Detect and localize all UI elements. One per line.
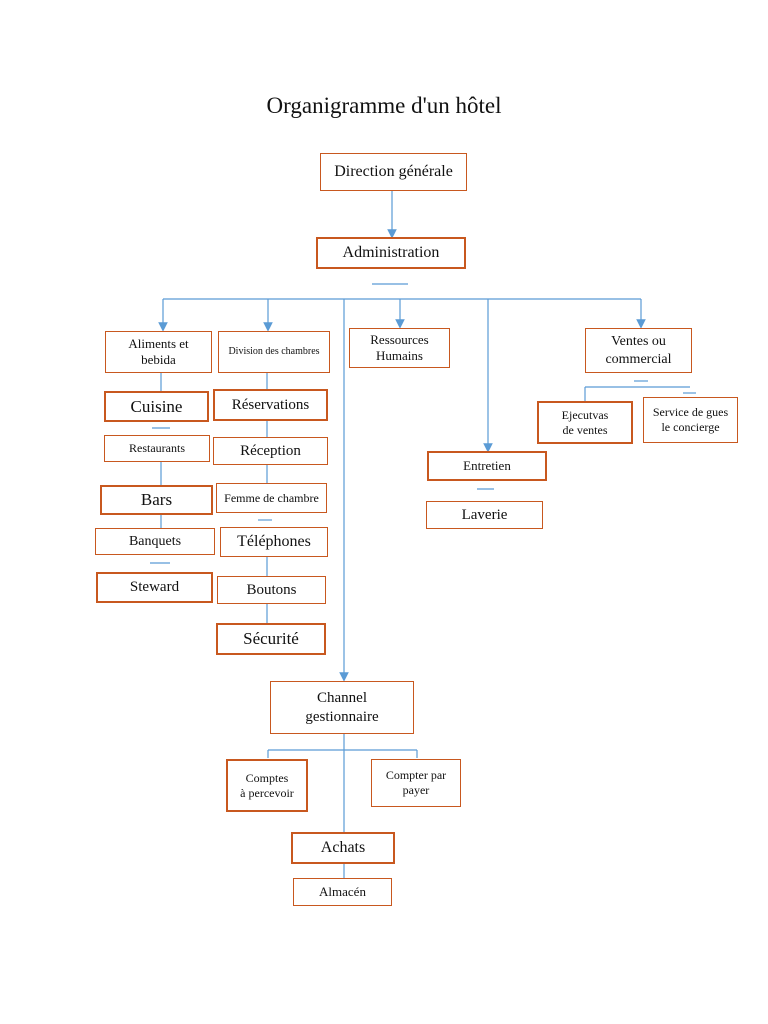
node-achats: Achats	[291, 832, 395, 864]
node-label: Réception	[240, 442, 301, 459]
node-ejecutivas-de-ventes: Ejecutvas de ventes	[537, 401, 633, 444]
node-channel-gestionnaire: Channel gestionnaire	[270, 681, 414, 734]
node-ventes-ou-commercial: Ventes ou commercial	[585, 328, 692, 373]
node-label: Division des chambres	[228, 345, 320, 357]
node-label: Boutons	[246, 581, 297, 598]
node-label: Aliments et bebida	[128, 335, 189, 367]
node-label: Ventes ou commercial	[605, 334, 672, 367]
node-label: Channel gestionnaire	[305, 689, 379, 725]
node-securite: Sécurité	[216, 623, 326, 655]
node-label: Téléphones	[237, 533, 311, 550]
node-service-de-gues: Service de gues le concierge	[643, 397, 738, 443]
node-label: Entretien	[463, 457, 511, 473]
node-label: Comptes à percevoir	[240, 770, 294, 800]
node-label: Sécurité	[243, 629, 299, 649]
node-reservations: Réservations	[213, 389, 328, 421]
node-boutons: Boutons	[217, 576, 326, 604]
node-label: Almacén	[319, 883, 366, 899]
node-administration: Administration	[316, 237, 466, 269]
node-label: Direction générale	[334, 163, 453, 180]
node-direction-generale: Direction générale	[320, 153, 467, 191]
node-femme-de-chambre: Femme de chambre	[216, 483, 327, 513]
node-label: Femme de chambre	[224, 490, 319, 505]
node-steward: Steward	[96, 572, 213, 603]
node-label: Compter par payer	[385, 768, 447, 797]
node-bars: Bars	[100, 485, 213, 515]
node-label: Cuisine	[130, 396, 183, 416]
node-compter-par-payer: Compter par payer	[371, 759, 461, 807]
node-label: Bars	[140, 490, 173, 510]
node-aliments-et-bebida: Aliments et bebida	[105, 331, 212, 373]
node-reception: Réception	[213, 437, 328, 465]
node-ressources-humains: Ressources Humains	[349, 328, 450, 368]
node-label: Achats	[320, 839, 366, 856]
node-almacen: Almacén	[293, 878, 392, 906]
node-label: Banquets	[128, 533, 182, 549]
node-label: Restaurants	[129, 441, 185, 455]
node-restaurants: Restaurants	[104, 435, 210, 462]
node-telephones: Téléphones	[220, 527, 328, 557]
node-label: Administration	[342, 244, 440, 261]
node-label: Ejecutvas de ventes	[561, 407, 609, 437]
node-entretien: Entretien	[427, 451, 547, 481]
node-division-des-chambres: Division des chambres	[218, 331, 330, 373]
node-comptes-a-percevoir: Comptes à percevoir	[226, 759, 308, 812]
node-laverie: Laverie	[426, 501, 543, 529]
chart-title: Organigramme d'un hôtel	[266, 93, 502, 118]
node-label: Steward	[129, 579, 180, 596]
node-label: Réservations	[231, 396, 310, 413]
node-label: Service de gues le concierge	[652, 405, 729, 434]
node-cuisine: Cuisine	[104, 391, 209, 422]
node-label: Ressources Humains	[370, 331, 429, 363]
node-banquets: Banquets	[95, 528, 215, 555]
node-label: Laverie	[461, 506, 508, 523]
